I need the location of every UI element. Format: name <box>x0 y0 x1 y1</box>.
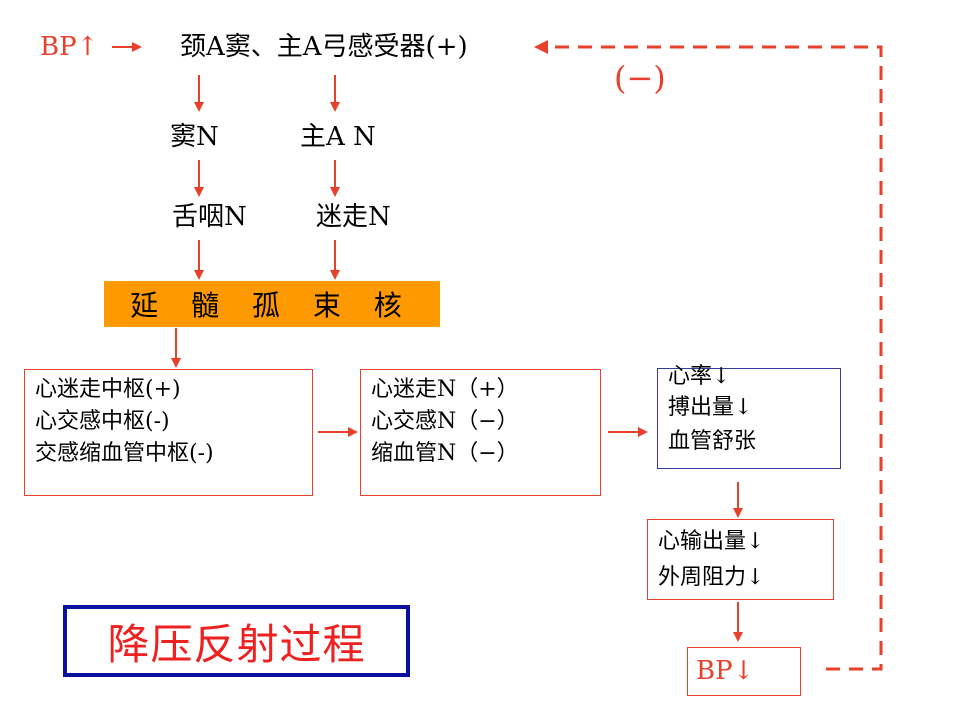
center-line-1: 心迷走中枢(+) <box>35 377 181 402</box>
sinus-nerve-label: 窦N <box>170 122 219 152</box>
vagus-nerve-label: 迷走N <box>316 202 391 232</box>
center-box: 心迷走中枢(+) 心交感中枢(-) 交感缩血管中枢(-) <box>24 369 313 496</box>
feedback-sign: (−) <box>614 59 666 97</box>
efferent-nerve-box: 心迷走N（+） 心交感N（−） 缩血管N（−） <box>360 369 601 496</box>
effect-line-2: 搏出量↓ <box>668 395 753 420</box>
effect-line-1: 心率↓ <box>668 364 731 389</box>
effect-line-3: 血管舒张 <box>668 429 757 454</box>
bp-down-label: BP↓ <box>696 656 755 686</box>
output-line-1: 心输出量↓ <box>658 529 765 554</box>
nucleus-label: 延 髓 孤 束 核 <box>130 289 414 322</box>
feedback-arrowhead <box>534 40 548 54</box>
bp-up-label: BP↑ <box>40 32 99 62</box>
nerve-line-3: 缩血管N（−） <box>371 441 519 466</box>
output-box: 心输出量↓ 外周阻力↓ <box>647 519 834 600</box>
nerve-line-2: 心交感N（−） <box>371 409 519 434</box>
aortic-nerve-label: 主A N <box>300 122 376 152</box>
nucleus-tractus-solitarius-box: 延 髓 孤 束 核 <box>104 281 440 327</box>
center-line-2: 心交感中枢(-) <box>35 409 170 434</box>
glossopharyngeal-nerve-label: 舌咽N <box>172 202 247 232</box>
output-line-2: 外周阻力↓ <box>658 565 765 590</box>
effect-box: 心率↓ 搏出量↓ 血管舒张 <box>657 364 841 469</box>
bp-down-box: BP↓ <box>687 647 801 696</box>
receptor-label: 颈A窦、主A弓感受器(+) <box>180 32 468 62</box>
nerve-line-1: 心迷走N（+） <box>371 377 519 402</box>
center-line-3: 交感缩血管中枢(-) <box>35 441 214 466</box>
title-box: 降压反射过程 <box>63 605 410 677</box>
page-title: 降压反射过程 <box>107 619 366 669</box>
